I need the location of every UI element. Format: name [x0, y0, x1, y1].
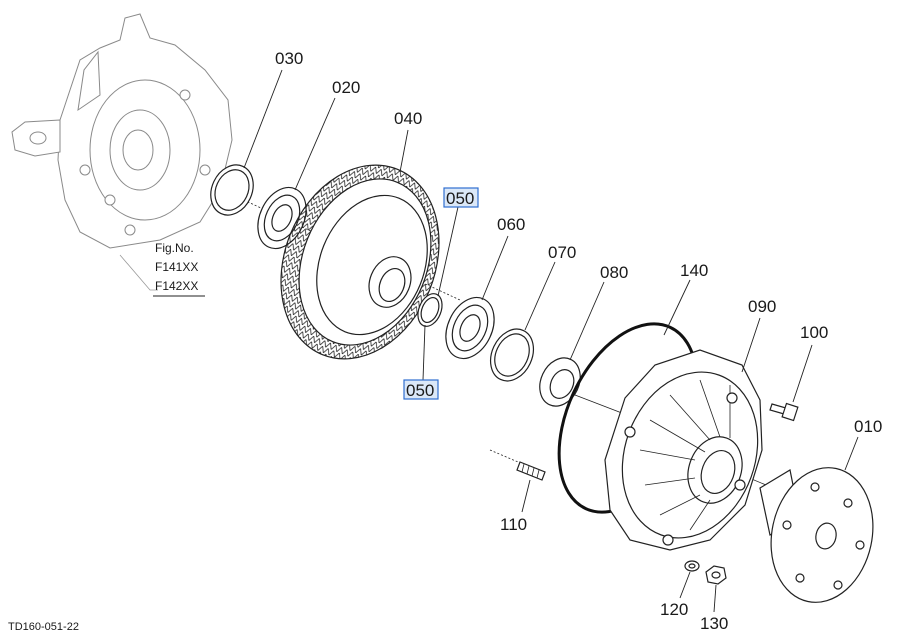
label-050-bottom-box: [403, 379, 439, 400]
label-050-top: 050: [446, 189, 474, 208]
label-030: 030: [275, 49, 303, 68]
figure-ref-2: F142XX: [155, 279, 198, 293]
figure-ref-heading: Fig.No.: [155, 241, 194, 255]
part-010-axle-flange[interactable]: 010: [759, 417, 885, 612]
part-080-oil-seal[interactable]: 080: [532, 263, 628, 413]
label-040: 040: [394, 109, 422, 128]
label-010: 010: [854, 417, 882, 436]
part-100-bolt[interactable]: 100: [769, 323, 828, 422]
label-050-top-box: [443, 187, 479, 208]
label-080: 080: [600, 263, 628, 282]
part-040-bevel-gear[interactable]: 040: [253, 109, 467, 383]
figure-reference: Fig.No. F141XX F142XX: [153, 241, 205, 297]
part-050-snap-ring[interactable]: 050 050: [403, 187, 479, 400]
label-100: 100: [800, 323, 828, 342]
figure-ref-1: F141XX: [155, 260, 198, 274]
label-060: 060: [497, 215, 525, 234]
label-020: 020: [332, 78, 360, 97]
part-090-final-case[interactable]: 090: [600, 297, 780, 557]
part-070-shim[interactable]: 070: [482, 243, 576, 388]
part-130-nut[interactable]: 130: [700, 565, 728, 633]
part-060-bearing[interactable]: 060: [437, 215, 526, 366]
drawing-code: TD160-051-22: [8, 621, 79, 633]
label-120: 120: [660, 600, 688, 619]
part-110-stud[interactable]: 110: [489, 449, 546, 534]
label-110: 110: [500, 515, 527, 534]
ghost-housing: [11, 13, 233, 291]
label-130: 130: [700, 614, 728, 633]
label-090: 090: [748, 297, 776, 316]
label-140: 140: [680, 261, 708, 280]
label-050-bottom: 050: [406, 381, 434, 400]
label-070: 070: [548, 243, 576, 262]
part-120-washer[interactable]: 120: [660, 560, 700, 619]
part-030-shim[interactable]: 030: [203, 49, 303, 222]
